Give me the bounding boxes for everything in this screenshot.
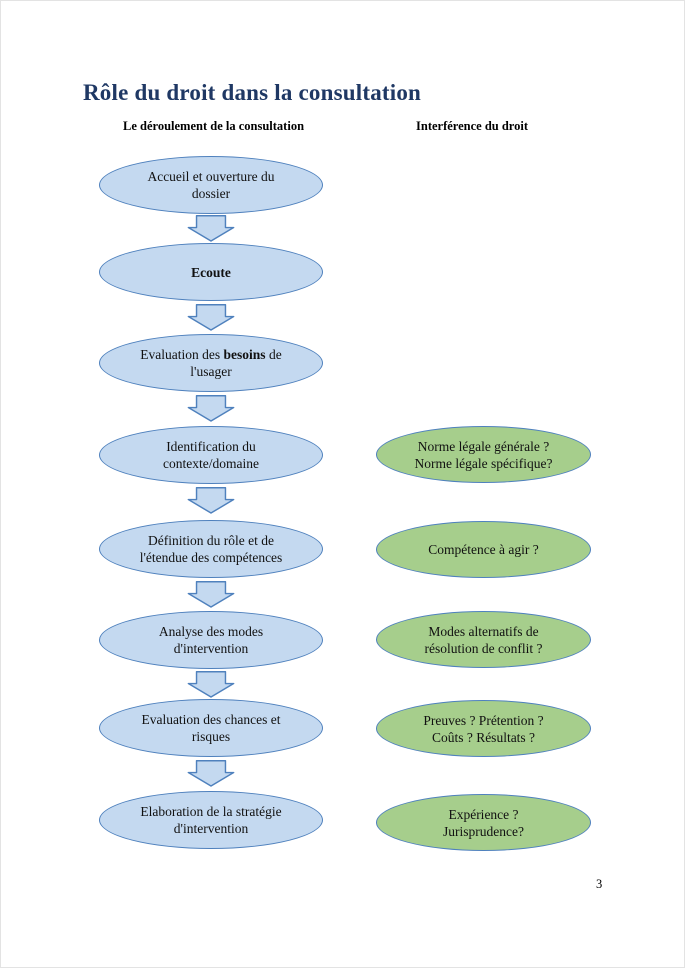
process-step-label: Identification du contexte/domaine — [163, 439, 259, 471]
process-step-ellipse: Analyse des modes d'intervention — [99, 611, 323, 669]
process-step-label: Evaluation des chances et risques — [141, 712, 281, 744]
process-step-label: Elaboration de la stratégie d'interventi… — [140, 804, 282, 836]
label-segment: de l'usager — [190, 347, 282, 379]
label-segment: Evaluation des — [140, 347, 224, 362]
process-step-ellipse: Evaluation des besoins de l'usager — [99, 334, 323, 392]
law-interference-ellipse: Modes alternatifs de résolution de confl… — [376, 611, 591, 668]
process-step-ellipse: Accueil et ouverture du dossier — [99, 156, 323, 214]
column-header-consultation: Le déroulement de la consultation — [123, 119, 305, 133]
law-item-label: Modes alternatifs de résolution de confl… — [424, 623, 543, 656]
label-segment-bold: besoins — [223, 347, 266, 362]
down-arrow-icon — [187, 671, 235, 698]
law-item-label: Norme légale générale ? Norme légale spé… — [414, 438, 553, 471]
process-step-label: Ecoute — [191, 264, 231, 280]
law-interference-ellipse: Expérience ? Jurisprudence? — [376, 794, 591, 851]
law-item-label: Compétence à agir ? — [428, 542, 539, 557]
column-header-law: Interférence du droit — [416, 119, 529, 133]
law-item-label: Expérience ? Jurisprudence? — [443, 806, 524, 839]
down-arrow-icon — [187, 215, 235, 242]
down-arrow-icon — [187, 304, 235, 331]
down-arrow-icon — [187, 760, 235, 787]
law-interference-ellipse: Compétence à agir ? — [376, 521, 591, 578]
process-step-label: Accueil et ouverture du dossier — [147, 169, 275, 201]
page-number: 3 — [596, 877, 603, 891]
down-arrow-icon — [187, 581, 235, 608]
down-arrow-icon — [187, 487, 235, 514]
process-step-label: Evaluation des besoins de l'usager — [126, 346, 295, 380]
law-item-label: Preuves ? Prétention ? Coûts ? Résultats… — [423, 712, 544, 745]
process-step-ellipse: Ecoute — [99, 243, 323, 301]
down-arrow-icon — [187, 395, 235, 422]
page-title: Rôle du droit dans la consultation — [83, 80, 422, 105]
process-step-ellipse: Identification du contexte/domaine — [99, 426, 323, 484]
process-step-label: Définition du rôle et de l'étendue des c… — [139, 533, 283, 565]
process-step-ellipse: Elaboration de la stratégie d'interventi… — [99, 791, 323, 849]
law-interference-ellipse: Norme légale générale ? Norme légale spé… — [376, 426, 591, 483]
law-interference-ellipse: Preuves ? Prétention ? Coûts ? Résultats… — [376, 700, 591, 757]
process-step-ellipse: Evaluation des chances et risques — [99, 699, 323, 757]
process-step-ellipse: Définition du rôle et de l'étendue des c… — [99, 520, 323, 578]
process-step-label: Analyse des modes d'intervention — [158, 624, 264, 656]
